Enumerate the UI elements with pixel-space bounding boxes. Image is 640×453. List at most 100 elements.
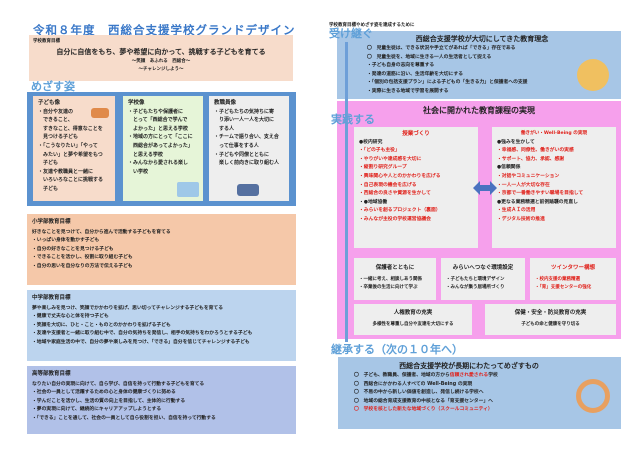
child-card: 子ども像 ・自分や友達の できること、 すきなこと、得意なことを 見つける子ども… (33, 96, 115, 201)
text-line: 〇 児童生徒は、できる状況や手立てがあれば「できる」存在である (367, 46, 516, 51)
text-line: ・「どの子も主役」 (359, 148, 400, 154)
succeed-line-part: 学校 (488, 373, 498, 378)
text-line: ●更なる業務精選と前例踏襲の見直し (497, 199, 578, 205)
text-line: ・幸福感、同僚性、働きがいの実感 (497, 148, 574, 154)
text-line: 〇 西総合にかかわる人すべての Well-Being の実現 (354, 381, 473, 387)
section-title: 中学部教育目標 (32, 295, 71, 301)
box-text: 多様性を尊重し自分や友達を大切にする (372, 321, 454, 327)
timeline-arrow (345, 42, 348, 342)
kids-cheering-illustration (577, 59, 609, 91)
text-line: 子ども (38, 185, 59, 192)
practice-box: 社会に開かれた教育課程の実現 授業づくり●校内研究・「どの子も主役」・やりがいや… (337, 101, 621, 339)
text-line: ・西総合の良さや資源を生かして (359, 191, 431, 197)
text-line: 西総合があってよかった」 (128, 142, 193, 149)
box-title: 人権教育の充実 (393, 310, 433, 316)
inherit-label: 受け継ぐ (329, 27, 373, 40)
text-line: 〇 児童生徒を、地域に生きる一人の生活者として捉える (367, 54, 492, 60)
text-line: ・●地域協働 (359, 199, 388, 205)
goal-main: 自分に自信をもち、夢や希望に向かって、挑戦する子どもを育てる (56, 47, 266, 56)
staff-illustration (237, 184, 259, 196)
school-illustration (177, 182, 199, 197)
text-line: できること、 (38, 117, 73, 124)
human-rights-box: 人権教育の充実 多様性を尊重し自分や友達を大切にする (354, 304, 472, 335)
text-line: ・生成ＡＩの活用 (497, 208, 536, 214)
text-line: ・「個別の包括支援プラン」による子どもの「生きる力」と保護者への支援 (367, 80, 528, 86)
text-line: ・「こうなりたい」「やって (38, 142, 98, 149)
succeed-title: 西総合支援学校が長期にわたってめざすもの (399, 362, 539, 370)
double-arrow-icon (473, 181, 497, 195)
page-title: 令和８年度 西総合支援学校グランドデザイン (33, 23, 296, 37)
children-illustration (91, 108, 109, 118)
goal-sub2: ～チャレンジしよう～ (138, 67, 184, 73)
text-line: よかった」と思える学校 (128, 125, 188, 132)
practice-title: 社会に開かれた教育課程の実現 (423, 106, 535, 115)
text-line: ・いっぱい身体を動かす子ども (32, 238, 100, 244)
senior-goals: 高等部教育目標なりたい自分の実現に向けて、自ら学び、自信を持って行動する子どもを… (27, 366, 296, 434)
text-line: ・やりがいや達成感を大切に (359, 156, 422, 162)
card-lines: ・自分や友達の できること、 すきなこと、得意なことを 見つける子ども・「こうな… (38, 108, 110, 194)
text-line: ・実際に生きる地域で学習を展開する (367, 88, 449, 94)
text-line: ・子どもたちの気持ちに寄 (214, 108, 275, 115)
text-line: ・自己表現の機会を広げる (359, 182, 417, 188)
text-line: ・できることを活かし、役割に取り組む子ども (32, 255, 133, 261)
box-title: ツインタワー構想 (550, 265, 595, 271)
environment-box: みらいへつなぐ環境設定・子どもたちと環境デザイン・みんなが集う居場所づくり (441, 258, 525, 300)
text-line: ・社会の一員として活躍するための心と身体の健康づくりに努める (32, 390, 176, 396)
succeed-label: 継承する（次の１０年へ） (331, 343, 463, 356)
text-line: り添い一人一人を大切に (214, 117, 275, 124)
text-line: ・学んだことを活かし、生活の質の向上を目指して、主体的に行動する (32, 398, 186, 404)
text-line: 夢や楽しみを見つけ、笑顔でかかわりを拡げ、思い切ってチャレンジする子どもを育てる (32, 305, 224, 311)
text-line: ・みらいを創るプロジェクト（裏面） (359, 208, 441, 214)
card-lines: ・子どもたちや保護者に とって「西総合で学んで よかった」と思える学校・地域の方… (128, 108, 198, 177)
text-line: ・友達や教職員と一緒に (38, 168, 94, 175)
text-line: ・卒業後の生活に向けて学ぶ (359, 285, 418, 291)
goal-label: 学校教育目標 (33, 39, 60, 44)
card-title: 子ども像 (38, 100, 61, 106)
school-goal: 学校教育目標 自分に自信をもち、夢や希望に向かって、挑戦する子どもを育てる ～笑… (29, 35, 293, 81)
text-line: とって「西総合で学んで (128, 117, 188, 124)
text-line: ・子ども自身の志向を尊重する (367, 63, 435, 69)
text-line: ・自分の思いを自分なりの方法で伝える子ども (32, 263, 133, 269)
text-line: ・サポート、協力、承認、感謝 (497, 156, 565, 162)
text-line: い学校 (128, 168, 149, 175)
text-line: ・自分の好きなことを見つける子ども (32, 246, 114, 252)
text-line: ・友達や支援者と一緒に取り組む中で、自分の気持ちを発信し、相手の気持ちをわかろう… (32, 331, 253, 337)
text-line: なりたい自分の実現に向けて、自ら学び、自信を持って行動する子どもを育てる (32, 381, 205, 387)
text-line: ・健康で丈夫な心と体を持つ子ども (32, 314, 109, 320)
text-line: ・京都で一番働きやすい職場を目指して (497, 191, 584, 197)
wellbeing-box: 働きがい・Well-Being の実現●強みを生かして・幸福感、同僚性、働きがい… (492, 127, 616, 248)
box-title: 保健・安全・防災教育の充実 (514, 310, 587, 316)
text-line: ・自分や友達の (38, 108, 74, 115)
box-title: 働きがい・Well-Being の実現 (520, 131, 588, 136)
text-line: ・子どもたちや保護者に (128, 108, 184, 115)
staff-card: 教職員像 ・子どもたちの気持ちに寄 り添い一人一人を大切に する人・チームで語り… (209, 96, 289, 201)
text-line: ・地域や家庭生活の中で、自分の夢や楽しみを見つけ、「できる」自分を信じてチャレン… (32, 339, 250, 345)
text-line: 子ども (38, 160, 59, 167)
text-line: みたい」と夢や希望をもつ (38, 151, 103, 158)
circle-of-people-illustration (576, 379, 610, 413)
text-line: ・一緒に考え、相談しあう関係 (359, 276, 422, 282)
right-intro: 学校教育目標やめざす姿を達成するために (329, 23, 415, 28)
aim-frame: 子ども像 ・自分や友達の できること、 すきなこと、得意なことを 見つける子ども… (27, 92, 296, 206)
text-line: 〇 不易の中から新しい価値を創造し、発信し続ける学校へ (354, 390, 484, 396)
text-line: ・夢の実現に向けて、継続的にキャリアアップしようとする (32, 407, 162, 413)
goal-sub1: ～笑顔 あふれる 西総合～ (131, 58, 191, 64)
text-line: って仕事をする人 (214, 142, 259, 149)
parents-box: 保護者とともに・一緒に考え、相談しあう関係・卒業後の生活に向けて学ぶ (354, 258, 436, 300)
text-line: ・「育」支援センターの強化 (535, 285, 592, 291)
junior-goals: 中学部教育目標夢や楽しみを見つけ、笑顔でかかわりを拡げ、思い切ってチャレンジする… (27, 290, 296, 361)
text-line: すきなこと、得意なことを (38, 125, 103, 132)
inherit-title: 西総合支援学校が大切にしてきた教育理念 (415, 35, 549, 43)
card-lines: ・子どもたちの気持ちに寄 り添い一人一人を大切に する人・チームで語り合い、支え… (214, 108, 284, 168)
text-line: 見つける子ども (38, 134, 79, 141)
text-line: ・笑顔を大切に、ひと・こと・ものとのかかわりを拡げる子ども (32, 322, 171, 328)
text-line: ・みんなが集う居場所づくり (446, 285, 505, 291)
text-line: ・子どもたちと環境デザイン (446, 276, 505, 282)
card-title: 教職員像 (214, 100, 237, 106)
succeed-box: 西総合支援学校が長期にわたってめざすもの 〇 子ども、教職員、保護者、地域の方か… (338, 357, 621, 429)
school-card: 学校像 ・子どもたちや保護者に とって「西総合で学んで よかった」と思える学校・… (123, 96, 203, 201)
succeed-line: 〇 学校を核とした新たな地域づくり（スクールコミュニティ） (354, 407, 493, 413)
text-line: ・対話やコミュニケーション (497, 173, 560, 179)
succeed-line-highlight: 信頼され愛される (449, 373, 489, 378)
text-line: ・みんなから愛される楽し (128, 160, 189, 167)
